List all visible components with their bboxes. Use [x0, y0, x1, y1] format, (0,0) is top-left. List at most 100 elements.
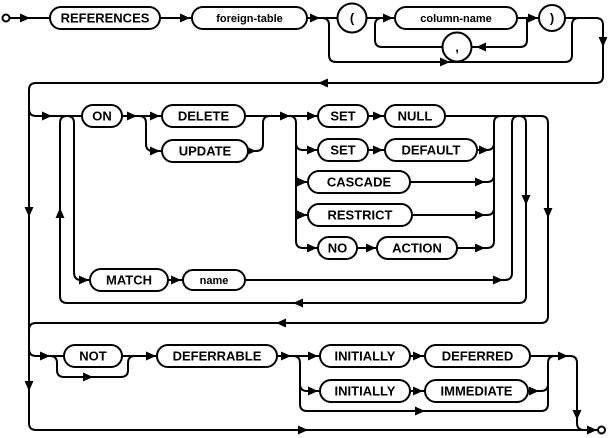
flow-arrowhead	[383, 13, 393, 23]
flow-arrowhead	[558, 351, 568, 361]
action-options-branch	[288, 115, 318, 249]
flow-arrowhead	[150, 146, 160, 156]
immediate-shape	[424, 379, 529, 403]
right-paren-shape	[538, 4, 566, 32]
flow-arrowhead	[55, 208, 65, 218]
terminal-default: DEFAULT	[384, 138, 478, 162]
flow-arrowhead	[373, 145, 383, 155]
update-label: UPDATE	[179, 144, 232, 159]
column-name-label: column-name	[420, 13, 492, 25]
flow-arrowhead	[79, 275, 89, 285]
deferred-shape	[424, 344, 531, 368]
arrowheads	[20, 13, 608, 435]
initially2-shape	[319, 379, 411, 403]
terminal-set-default-set: SET	[317, 138, 369, 162]
flow-arrowhead	[440, 57, 450, 67]
flow-arrowhead	[297, 177, 307, 187]
set1-shape	[317, 104, 369, 128]
deferrable-shape	[156, 344, 278, 368]
nonterminal-foreign-table: foreign-table	[191, 6, 308, 30]
default-label: DEFAULT	[402, 143, 461, 158]
cascade-shape	[307, 170, 411, 194]
flow-arrowhead	[150, 111, 160, 121]
flow-arrowhead	[276, 318, 286, 328]
loop-exit-branch	[28, 115, 549, 331]
flow-arrowhead	[24, 207, 34, 217]
action-label: ACTION	[392, 241, 442, 256]
foreign-table-shape	[191, 6, 308, 30]
terminal-restrict: RESTRICT	[307, 203, 413, 227]
references-shape	[49, 6, 161, 30]
column-list-bypass	[321, 17, 580, 63]
terminal-match: MATCH	[89, 268, 169, 292]
no-label: NO	[328, 241, 348, 256]
cascade-label: CASCADE	[327, 175, 392, 190]
action-shape	[376, 236, 458, 260]
delete-label: DELETE	[178, 109, 230, 124]
terminal-delete: DELETE	[161, 104, 246, 128]
flow-arrowhead	[20, 13, 30, 23]
terminal-left-paren: (	[336, 2, 368, 34]
flow-arrowhead	[293, 298, 303, 308]
flow-arrowhead	[146, 351, 156, 361]
terminal-on: ON	[81, 104, 123, 128]
flow-arrowhead	[413, 386, 423, 396]
nodes: REFERENCES foreign-table ( column-name ,…	[49, 2, 566, 403]
column-name-shape	[394, 6, 518, 30]
terminal-deferred: DEFERRED	[424, 344, 531, 368]
terminal-set-null-set: SET	[317, 104, 369, 128]
left-paren-label: (	[350, 11, 355, 26]
flow-arrowhead	[298, 425, 308, 435]
flow-arrowhead	[373, 111, 383, 121]
foreign-table-label: foreign-table	[216, 13, 283, 25]
nonterminal-column-name: column-name	[394, 6, 518, 30]
flow-arrowhead	[24, 381, 34, 391]
flow-arrowhead	[475, 210, 485, 220]
terminal-update: UPDATE	[161, 139, 249, 163]
flow-arrowhead	[572, 410, 582, 420]
on-clause-entry	[28, 108, 82, 117]
terminal-right-paren: )	[538, 4, 566, 32]
initially2-label: INITIALLY	[335, 384, 396, 399]
flow-arrowhead	[528, 13, 538, 23]
name-label: name	[200, 275, 229, 287]
terminal-null: NULL	[384, 104, 446, 128]
final-exit	[530, 355, 585, 431]
flow-arrowhead	[180, 13, 190, 23]
flow-arrowhead	[310, 13, 320, 23]
flow-arrowhead	[281, 351, 291, 361]
terminal-comma: ,	[441, 31, 473, 63]
flow-arrowhead	[475, 177, 485, 187]
flow-arrowhead	[127, 111, 137, 121]
not-shape	[63, 344, 123, 368]
flow-arrowhead	[479, 145, 489, 155]
null-shape	[384, 104, 446, 128]
comma-shape	[441, 31, 473, 63]
delete-shape	[161, 104, 246, 128]
flow-arrowhead	[415, 406, 425, 416]
match-label: MATCH	[106, 273, 152, 288]
start-terminal	[1, 13, 11, 23]
flow-arrowhead	[493, 275, 503, 285]
flow-arrowhead	[40, 351, 50, 361]
set2-label: SET	[330, 143, 355, 158]
flow-arrowhead	[307, 243, 317, 253]
match-branch	[66, 115, 90, 281]
no-shape	[317, 236, 358, 260]
flow-arrowhead	[318, 78, 328, 88]
references-label: REFERENCES	[61, 11, 150, 26]
restrict-shape	[307, 203, 413, 227]
terminal-no: NO	[317, 236, 358, 260]
restrict-label: RESTRICT	[328, 208, 393, 223]
terminal-deferrable: DEFERRABLE	[156, 344, 278, 368]
terminal-action: ACTION	[376, 236, 458, 260]
flow-arrowhead	[307, 145, 317, 155]
initially1-shape	[319, 344, 411, 368]
flow-arrowhead	[42, 111, 52, 121]
flow-arrowhead	[171, 275, 181, 285]
terminal-initially-immediate-initially: INITIALLY	[319, 379, 411, 403]
terminal-cascade: CASCADE	[307, 170, 411, 194]
nonterminal-name: name	[182, 269, 246, 291]
